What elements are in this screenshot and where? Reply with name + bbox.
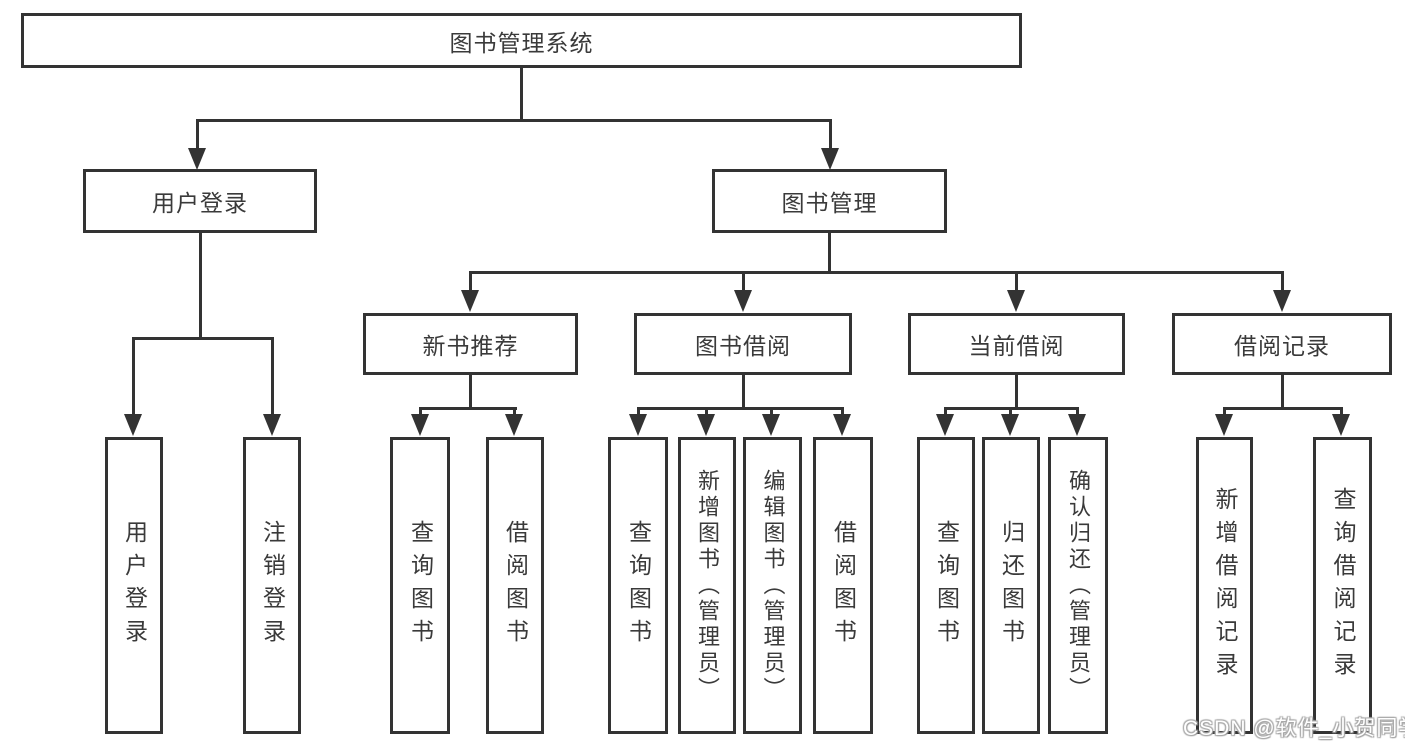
connector-line: [1009, 407, 1012, 416]
connector-line: [1223, 407, 1226, 416]
node-user-login: 用户登录: [83, 169, 317, 233]
arrow-icon: [821, 148, 839, 170]
connector-line: [1076, 407, 1079, 416]
arrow-icon: [734, 290, 752, 312]
leaf-user-login: 用户登录: [105, 437, 163, 734]
arrow-icon: [1001, 414, 1019, 436]
connector-line: [1223, 407, 1343, 410]
connector-line: [705, 407, 708, 416]
arrow-icon: [697, 414, 715, 436]
arrow-icon: [1215, 414, 1233, 436]
connector-line: [637, 407, 844, 410]
connector-line: [469, 375, 472, 409]
connector-line: [829, 119, 832, 150]
arrow-icon: [411, 414, 429, 436]
leaf-logout: 注销登录: [243, 437, 301, 734]
leaf-current-confirm-return-admin: 确认归还（管理员）: [1048, 437, 1108, 734]
arrow-icon: [1068, 414, 1086, 436]
arrow-icon: [762, 414, 780, 436]
connector-line: [513, 407, 516, 416]
arrow-icon: [505, 414, 523, 436]
connector-line: [1015, 375, 1018, 409]
connector-line: [419, 407, 422, 416]
arrow-icon: [936, 414, 954, 436]
leaf-current-query-books: 查询图书: [917, 437, 975, 734]
connector-line: [828, 233, 831, 273]
connector-line: [196, 119, 199, 150]
arrow-icon: [1273, 290, 1291, 312]
connector-line: [1281, 271, 1284, 292]
arrow-icon: [124, 414, 142, 436]
connector-line: [469, 271, 472, 292]
connector-line: [944, 407, 947, 416]
connector-line: [637, 407, 640, 416]
arrow-icon: [188, 148, 206, 170]
connector-line: [770, 407, 773, 416]
arrow-icon: [263, 414, 281, 436]
leaf-newbooks-borrow-books: 借阅图书: [486, 437, 544, 734]
arrow-icon: [1332, 414, 1350, 436]
leaf-borrow-borrow-books: 借阅图书: [813, 437, 873, 734]
connector-line: [742, 375, 745, 409]
connector-line: [841, 407, 844, 416]
arrow-icon: [1007, 290, 1025, 312]
arrow-icon: [833, 414, 851, 436]
leaf-borrow-query-books: 查询图书: [608, 437, 668, 734]
connector-line: [419, 407, 517, 410]
leaf-current-return-books: 归还图书: [982, 437, 1040, 734]
arrow-icon: [461, 290, 479, 312]
connector-line: [520, 68, 523, 121]
node-root: 图书管理系统: [21, 13, 1022, 68]
connector-line: [1015, 271, 1018, 292]
leaf-records-query-record: 查询借阅记录: [1313, 437, 1372, 734]
leaf-borrow-add-books-admin: 新增图书（管理员）: [678, 437, 736, 734]
leaf-newbooks-query-books: 查询图书: [390, 437, 450, 734]
connector-line: [133, 337, 273, 340]
connector-line: [199, 233, 202, 339]
node-borrow-records: 借阅记录: [1172, 313, 1392, 375]
connector-line: [742, 271, 745, 292]
connector-line: [196, 119, 832, 122]
csdn-watermark: CSDN @软件_小贺同学: [1183, 717, 1405, 740]
connector-line: [469, 271, 1283, 274]
leaf-borrow-edit-books-admin: 编辑图书（管理员）: [743, 437, 802, 734]
leaf-records-add-record: 新增借阅记录: [1196, 437, 1253, 734]
node-book-management: 图书管理: [712, 169, 947, 233]
node-new-book-recommend: 新书推荐: [363, 313, 578, 375]
arrow-icon: [629, 414, 647, 436]
connector-line: [132, 337, 135, 415]
connector-line: [1340, 407, 1343, 416]
connector-line: [271, 337, 274, 415]
node-current-borrow: 当前借阅: [908, 313, 1125, 375]
connector-line: [1281, 375, 1284, 409]
node-book-borrow: 图书借阅: [634, 313, 852, 375]
